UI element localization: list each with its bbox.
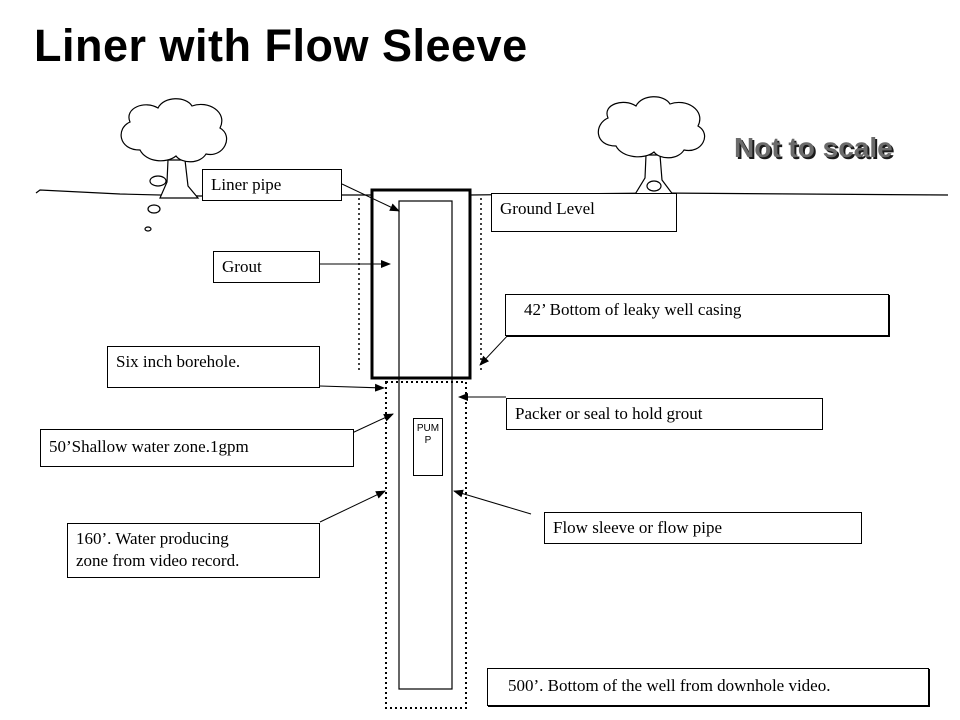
arrow-water-zone xyxy=(319,490,386,523)
label-six-inch-borehole: Six inch borehole. xyxy=(107,346,320,388)
label-water-zone-line2: zone from video record. xyxy=(76,551,240,570)
arrow-casing-bottom xyxy=(479,332,511,366)
label-ground-level: Ground Level xyxy=(491,193,677,232)
right-tree-icon xyxy=(597,96,706,205)
liner-pipe xyxy=(398,200,453,690)
label-packer: Packer or seal to hold grout xyxy=(506,398,823,430)
label-water-zone-line1: 160’. Water producing xyxy=(76,529,229,548)
label-flow-sleeve: Flow sleeve or flow pipe xyxy=(544,512,862,544)
well-casing xyxy=(370,188,472,380)
label-water-zone: 160’. Water producing zone from video re… xyxy=(67,523,320,578)
arrow-flow-sleeve xyxy=(453,489,532,515)
label-grout: Grout xyxy=(213,251,320,283)
arrow-liner-pipe xyxy=(341,183,400,212)
arrow-borehole xyxy=(319,383,385,392)
label-well-bottom: 500’. Bottom of the well from downhole v… xyxy=(487,668,929,706)
scale-note: Not to scale xyxy=(734,132,893,163)
arrow-shallow-zone xyxy=(351,413,394,434)
label-liner-pipe: Liner pipe xyxy=(202,169,342,201)
page-title: Liner with Flow Sleeve xyxy=(34,20,528,71)
left-tree-icon xyxy=(120,98,228,232)
label-shallow-zone: 50’Shallow water zone.1gpm xyxy=(40,429,354,467)
pump: PUMP xyxy=(413,418,443,476)
label-casing-bottom: 42’ Bottom of leaky well casing xyxy=(505,294,889,336)
borehole-dotted xyxy=(385,381,467,709)
